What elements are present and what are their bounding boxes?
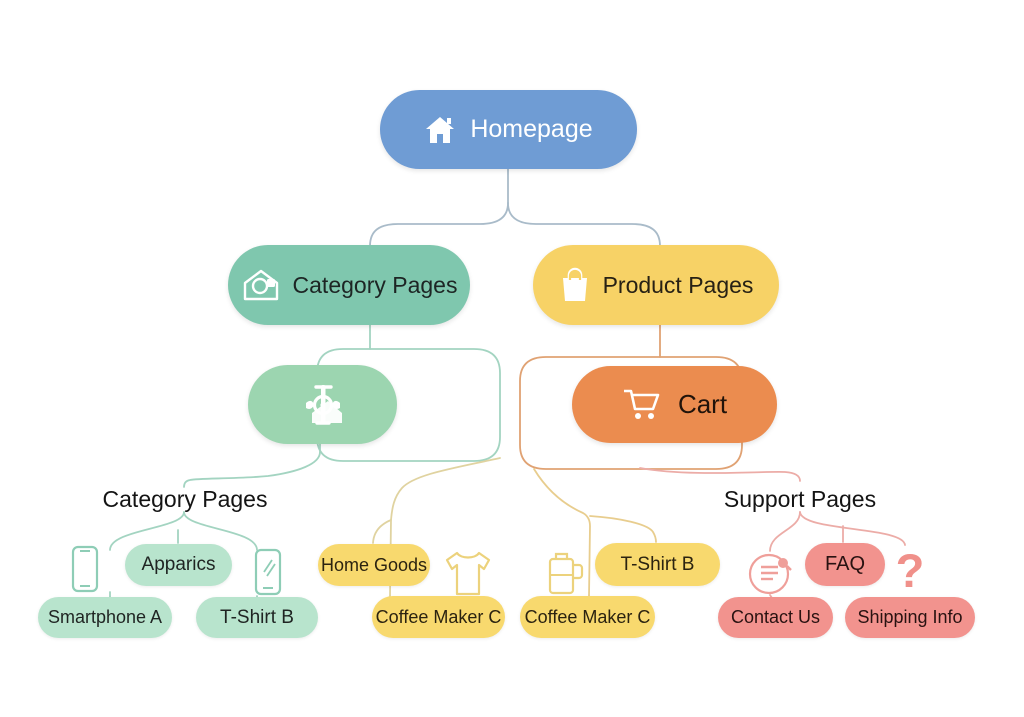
leaf-tshirt-b-category[interactable]: T-Shirt B [196, 597, 318, 638]
contact-doc-icon [748, 553, 792, 595]
leaf-tshirt-b-product-label: T-Shirt B [620, 553, 695, 575]
cart-icon [623, 389, 660, 419]
leaf-tshirt-b-product[interactable]: T-Shirt B [595, 543, 720, 586]
node-product-pages[interactable]: Product Pages [533, 245, 779, 325]
tshirt-icon [445, 551, 491, 596]
leaf-smartphone-a-label: Smartphone A [47, 607, 163, 627]
leaf-smartphone-a[interactable]: Smartphone A [38, 597, 172, 638]
node-product-pages-label: Product Pages [602, 271, 754, 298]
leaf-coffee-maker-c-1[interactable]: Coffee Maker C [372, 596, 505, 638]
leaf-apparics-label: Apparics [141, 554, 216, 575]
leaf-contact-us-label: Contact Us [730, 607, 821, 627]
gear-house-icon [305, 384, 342, 425]
node-cart[interactable]: Cart [572, 366, 777, 443]
leaf-shipping-info-label: Shipping Info [857, 607, 963, 627]
leaf-coffee-maker-c-1-label: Coffee Maker C [375, 606, 502, 627]
leaf-tshirt-b-category-label: T-Shirt B [220, 606, 294, 628]
node-homepage[interactable]: Homepage [380, 90, 637, 169]
smartphone-icon [254, 548, 282, 596]
leaf-faq-label: FAQ [824, 553, 865, 575]
leaf-shipping-info[interactable]: Shipping Info [845, 597, 975, 638]
node-category-pages-label: Category Pages [292, 271, 458, 298]
leaf-coffee-maker-c-2-label: Coffee Maker C [524, 606, 651, 627]
home-icon [426, 116, 455, 143]
leaf-faq[interactable]: FAQ [805, 543, 885, 586]
shopping-bag-icon [562, 267, 587, 301]
leaf-apparics[interactable]: Apparics [125, 544, 232, 586]
section-label-category-pages: Category Pages [102, 486, 268, 512]
smartphone-icon [71, 545, 99, 593]
leaf-coffee-maker-c-2[interactable]: Coffee Maker C [520, 596, 655, 638]
category-icon [243, 269, 278, 301]
node-category-pages[interactable]: Category Pages [228, 245, 470, 325]
node-homepage-label: Homepage [470, 115, 593, 143]
leaf-home-goods[interactable]: Home Goods [318, 544, 430, 586]
leaf-home-goods-label: Home Goods [320, 554, 428, 575]
section-label-support-pages: Support Pages [723, 486, 877, 512]
coffee-maker-icon [548, 552, 584, 595]
node-subcategory[interactable] [248, 365, 397, 444]
leaf-contact-us[interactable]: Contact Us [718, 597, 833, 638]
node-cart-label: Cart [677, 389, 728, 419]
question-mark-icon: ? [895, 544, 925, 597]
